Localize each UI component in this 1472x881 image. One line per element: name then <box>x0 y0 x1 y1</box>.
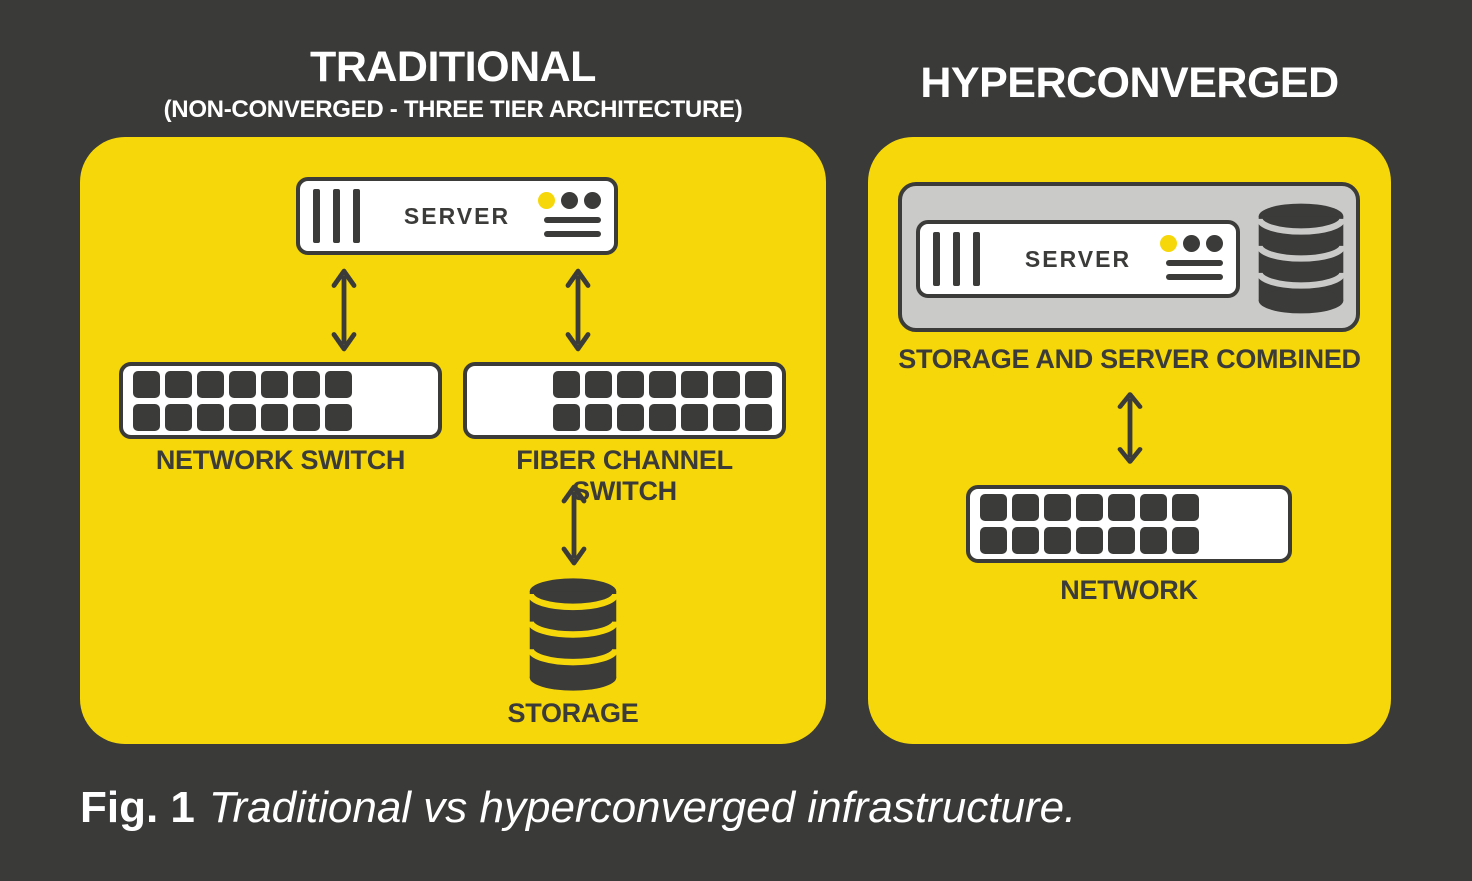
network-box <box>966 485 1292 563</box>
server-vent-lines-icon <box>544 217 601 237</box>
port-square <box>1044 494 1071 521</box>
port-square <box>133 403 160 431</box>
port-square <box>293 370 320 398</box>
traditional-title-block: TRADITIONAL (NON-CONVERGED - THREE TIER … <box>80 46 826 124</box>
status-dot <box>561 192 578 209</box>
port-square <box>133 370 160 398</box>
port-square <box>165 370 192 398</box>
port-square <box>1012 494 1039 521</box>
port-square <box>1140 494 1167 521</box>
traditional-panel: SERVER NETWORK SWITCH FIBER CHANNEL SWIT… <box>80 137 826 744</box>
port-square <box>745 370 772 398</box>
traditional-subtitle: (NON-CONVERGED - THREE TIER ARCHITECTURE… <box>163 96 743 123</box>
server-box: SERVER <box>916 220 1240 298</box>
switch-ports-grid <box>133 370 352 431</box>
port-square <box>229 403 256 431</box>
fiber-channel-switch-label: FIBER CHANNEL SWITCH <box>516 445 733 506</box>
hyperconverged-title: HYPERCONVERGED <box>920 59 1339 107</box>
server-front-details <box>538 192 601 237</box>
port-square <box>1172 527 1199 554</box>
port-square <box>681 403 708 431</box>
port-square <box>553 403 580 431</box>
port-square <box>293 403 320 431</box>
port-square <box>649 403 676 431</box>
port-square <box>1108 494 1135 521</box>
combined-unit-label: STORAGE AND SERVER COMBINED <box>898 344 1361 374</box>
port-square <box>229 370 256 398</box>
port-square <box>585 403 612 431</box>
port-square <box>261 403 288 431</box>
port-square <box>681 370 708 398</box>
server-chassis-bars-icon <box>933 232 980 286</box>
port-square <box>1076 527 1103 554</box>
updown-arrow-icon <box>1115 389 1145 467</box>
traditional-title: TRADITIONAL <box>310 43 596 91</box>
port-square <box>261 370 288 398</box>
figure-caption-text: Traditional vs hyperconverged infrastruc… <box>208 783 1077 832</box>
port-square <box>980 494 1007 521</box>
fiber-channel-switch-box <box>463 362 786 439</box>
storage-cylinder-icon <box>1256 201 1346 316</box>
port-square <box>1044 527 1071 554</box>
port-square <box>745 403 772 431</box>
port-square <box>617 403 644 431</box>
hyperconverged-panel: SERVER STORAGE AND SERVER COMBINED NETWO… <box>868 137 1391 744</box>
server-label: SERVER <box>1024 245 1132 272</box>
server-label: SERVER <box>403 202 511 229</box>
status-dot <box>538 192 555 209</box>
port-square <box>197 403 224 431</box>
port-square <box>713 370 740 398</box>
server-vent-lines-icon <box>1166 260 1223 280</box>
port-square <box>585 370 612 398</box>
port-square <box>1076 494 1103 521</box>
port-square <box>1140 527 1167 554</box>
figure-caption: Fig. 1 Traditional vs hyperconverged infr… <box>80 783 1076 833</box>
storage-cylinder-icon <box>527 576 619 693</box>
port-square <box>1172 494 1199 521</box>
port-square <box>1108 527 1135 554</box>
port-square <box>553 370 580 398</box>
status-dot <box>584 192 601 209</box>
status-dot <box>1160 235 1177 252</box>
updown-arrow-icon <box>329 265 359 355</box>
port-square <box>617 370 644 398</box>
figure-number: Fig. 1 <box>80 783 195 832</box>
storage-label: STORAGE <box>507 698 639 728</box>
network-switch-box <box>119 362 442 439</box>
port-square <box>1012 527 1039 554</box>
network-label: NETWORK <box>1060 575 1198 605</box>
status-dot <box>1206 235 1223 252</box>
server-front-details <box>1160 235 1223 280</box>
updown-arrow-icon <box>559 481 589 569</box>
server-status-dots-icon <box>1160 235 1223 252</box>
switch-ports-grid <box>553 370 772 431</box>
server-status-dots-icon <box>538 192 601 209</box>
port-square <box>649 370 676 398</box>
port-square <box>713 403 740 431</box>
network-switch-label: NETWORK SWITCH <box>155 445 406 475</box>
updown-arrow-icon <box>563 265 593 355</box>
server-chassis-bars-icon <box>313 189 360 243</box>
switch-ports-grid <box>980 494 1199 554</box>
port-square <box>325 370 352 398</box>
port-square <box>325 403 352 431</box>
port-square <box>980 527 1007 554</box>
port-square <box>165 403 192 431</box>
port-square <box>197 370 224 398</box>
server-box: SERVER <box>296 177 618 255</box>
status-dot <box>1183 235 1200 252</box>
hyperconverged-title-block: HYPERCONVERGED <box>868 62 1391 105</box>
